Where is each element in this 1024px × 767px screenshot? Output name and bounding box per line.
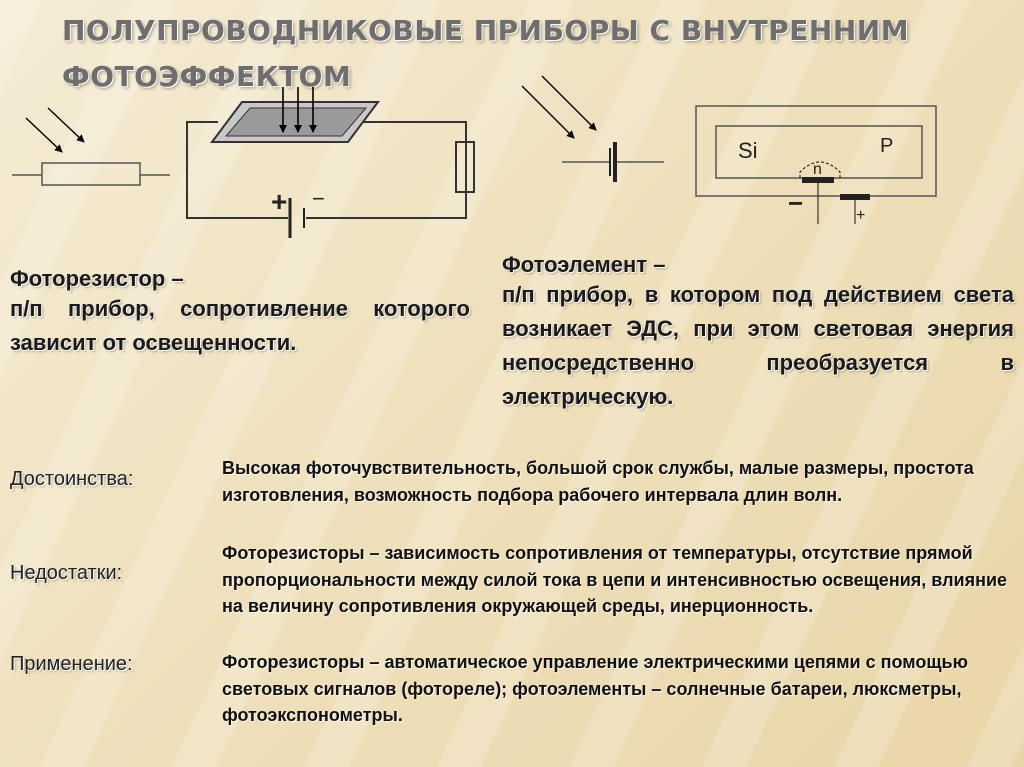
- label-p: P: [880, 135, 893, 157]
- photoresistor-heading: Фоторезистор –: [10, 266, 184, 291]
- label-si: Si: [738, 138, 758, 163]
- advantages-text: Высокая фоточувствительность, большой ср…: [222, 458, 974, 505]
- photodiode-symbol: [521, 75, 664, 182]
- photoresistor-circuit: + −: [186, 87, 475, 238]
- photocell-heading: Фотоэлемент –: [502, 252, 666, 277]
- contact-plus: +: [856, 207, 865, 224]
- photoresistor-definition: п/п прибор, сопротивление которого завис…: [10, 296, 470, 355]
- photocell-definition: п/п прибор, в котором под действием свет…: [502, 282, 1014, 409]
- semiconductor-structure: Si P n − +: [695, 105, 937, 224]
- diagrams: + − Si P n − +: [12, 75, 937, 238]
- disadvantages-label: Недостатки:: [10, 562, 123, 584]
- application-text: Фоторезисторы – автоматическое управлени…: [222, 652, 968, 725]
- battery-minus: −: [312, 186, 325, 211]
- photoresistor-symbol: [12, 107, 170, 186]
- disadvantages-text: Фоторезисторы – зависимость сопротивлени…: [222, 543, 1008, 616]
- application-label: Применение:: [10, 653, 133, 675]
- battery-plus: +: [271, 186, 287, 217]
- contact-minus: −: [788, 188, 803, 218]
- slide-title: ПОЛУПРОВОДНИКОВЫЕ ПРИБОРЫ С ВНУТРЕННИМ Ф…: [62, 14, 910, 93]
- advantages-label: Достоинства:: [10, 468, 134, 490]
- label-n: n: [813, 161, 822, 178]
